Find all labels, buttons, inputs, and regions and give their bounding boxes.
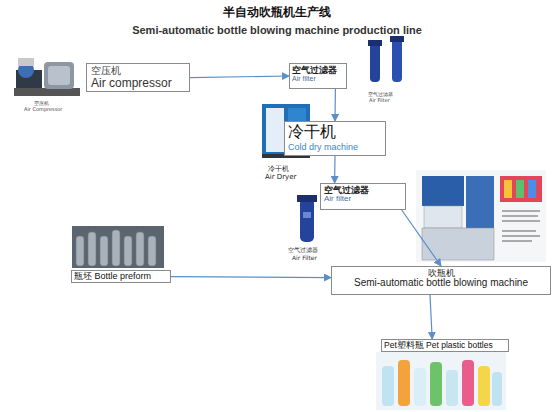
box-text: Air compressor <box>91 77 185 90</box>
box-text: 冷干机 <box>288 124 382 141</box>
box-text: 空气过滤器 <box>292 66 344 75</box>
flow-arrow <box>334 156 336 183</box>
bottles-picture <box>376 352 506 410</box>
machine-picture <box>416 170 546 262</box>
process-box: 瓶坯 Bottle preform <box>71 270 171 283</box>
box-text: 空压机 <box>91 66 185 77</box>
box-text: Semi-automatic bottle blowing machine <box>334 278 548 289</box>
preform-picture <box>72 226 164 268</box>
box-text: Air filter <box>292 75 344 82</box>
process-box: 吹瓶机Semi-automatic bottle blowing machine <box>331 266 551 295</box>
process-box: 空压机Air compressor <box>86 63 190 92</box>
box-text: Cold dry machine <box>288 143 382 152</box>
filter-picture <box>368 36 404 82</box>
box-text: 空气过滤器 <box>324 186 402 195</box>
box-text: Air filter <box>324 195 402 203</box>
filter-picture <box>297 195 317 242</box>
box-text: Pet塑料瓶 Pet plastic bottles <box>384 341 506 350</box>
title: 半自动吹瓶机生产线 <box>0 4 554 21</box>
caption-label: Air Filter <box>369 97 390 103</box>
process-box: Pet塑料瓶 Pet plastic bottles <box>381 339 509 352</box>
caption-label: Semi-automatic bottle blowing machine pr… <box>0 24 554 36</box>
caption-label: Air Compressor <box>24 106 62 112</box>
box-text: 吹瓶机 <box>334 269 548 278</box>
box-text: 瓶坯 Bottle preform <box>74 272 168 281</box>
caption-label: 空压机 <box>34 100 49 106</box>
compressor-picture <box>14 58 80 96</box>
caption-label: 空气过滤器 <box>288 246 318 255</box>
caption-label: Air Filter <box>292 254 317 261</box>
caption-label: 空气过滤器 <box>368 91 393 97</box>
flow-arrow <box>171 276 331 278</box>
flow-arrow <box>334 89 336 121</box>
caption-label: 冷干机 <box>268 164 289 174</box>
caption-label: Air Dryer <box>265 173 296 181</box>
flow-arrow <box>190 76 289 78</box>
process-box: 空气过滤器Air filter <box>289 63 347 89</box>
process-box: 空气过滤器Air filter <box>320 183 406 210</box>
process-box: 冷干机 Cold dry machine <box>284 121 386 156</box>
flow-arrow <box>430 295 432 339</box>
flow-arrow <box>402 210 441 266</box>
